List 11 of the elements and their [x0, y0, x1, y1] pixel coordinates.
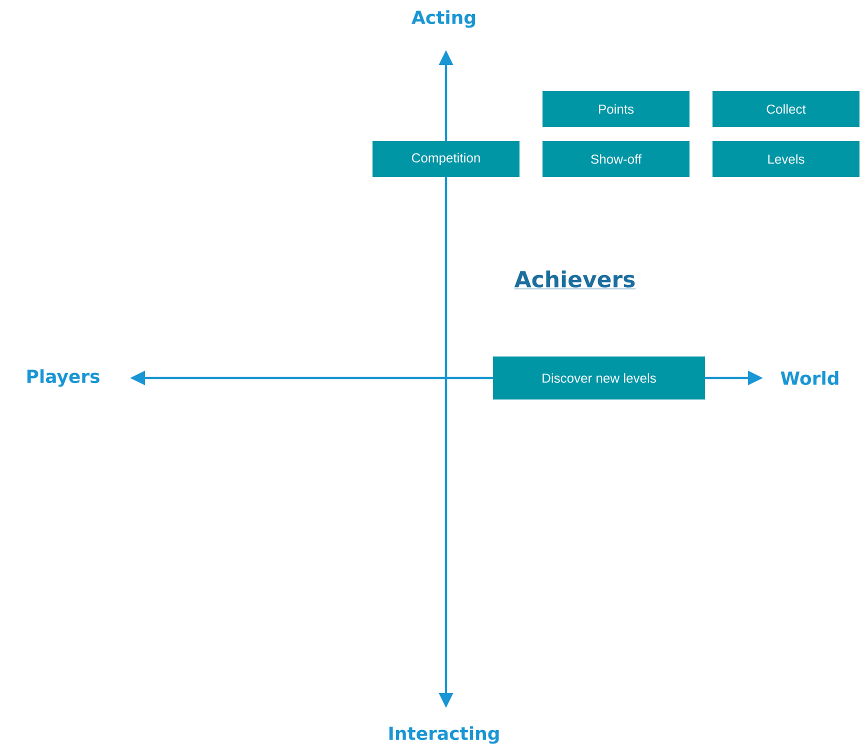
heading: Achievers — [514, 270, 636, 290]
category-box: Discover new levels — [493, 356, 705, 400]
axis-label: Interacting — [389, 726, 499, 744]
category-box: Show-off — [542, 141, 690, 177]
axis-label: Players — [27, 369, 100, 387]
axis-label: World — [780, 371, 838, 385]
category-box: Points — [542, 91, 690, 127]
category-box: Collect — [712, 91, 860, 127]
category-box: Levels — [712, 141, 860, 177]
category-box: Competition — [372, 141, 520, 177]
axis-label: Acting — [412, 10, 476, 28]
